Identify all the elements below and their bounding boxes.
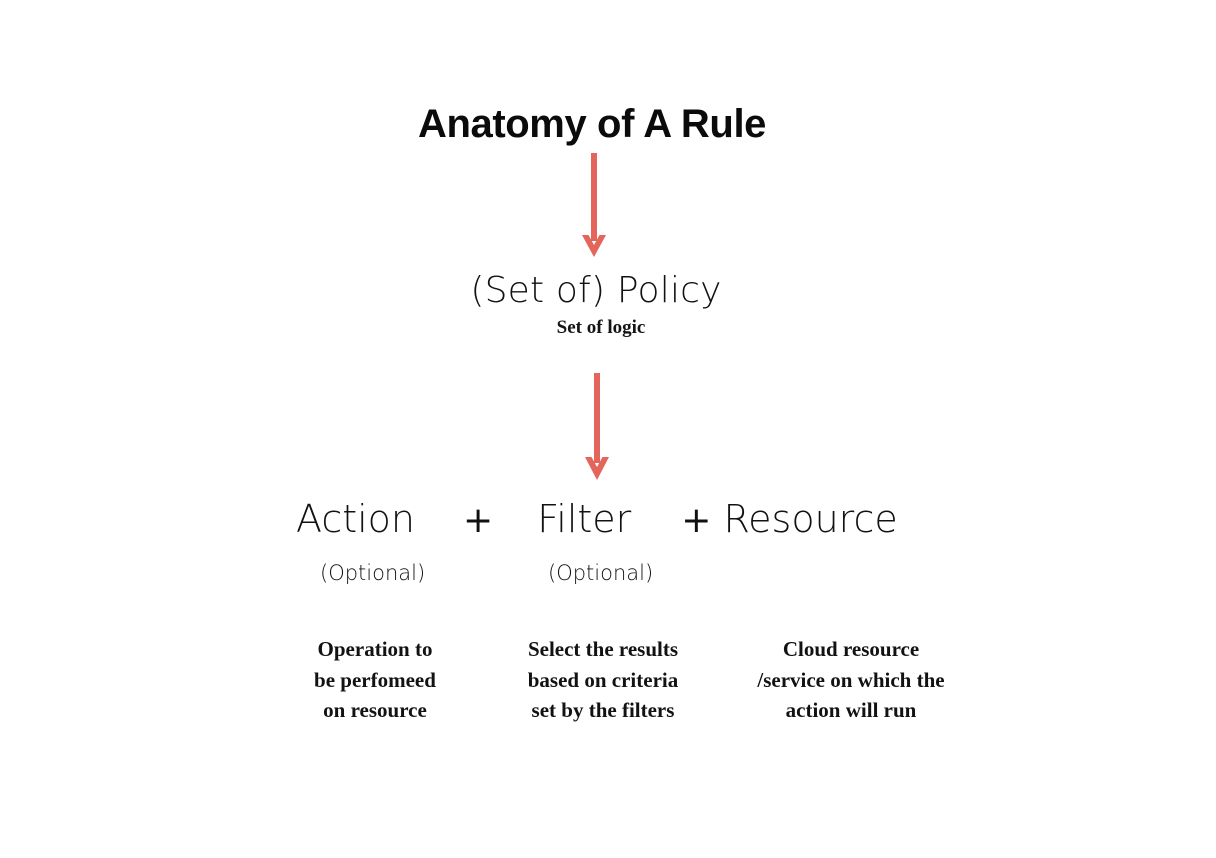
description-filter-line-1: Select the results <box>527 637 679 661</box>
arrow-title-to-policy <box>578 153 610 261</box>
page-title-text: Anatomy of A Rule <box>417 102 767 146</box>
description-action-line-2: be perfomeed <box>314 667 436 692</box>
plus-operator-2: + <box>681 500 712 541</box>
description-resource-line-1: Cloud resource <box>782 637 920 661</box>
formula-row: Action + Filter + Resource <box>296 500 936 558</box>
description-resource-line-3: action will run <box>785 698 917 722</box>
policy-label: (Set of) Policy <box>470 270 722 311</box>
arrow-policy-to-formula <box>581 373 613 485</box>
term-action: Action <box>296 497 416 541</box>
description-resource-line-2: /service on which the <box>757 667 945 692</box>
description-action: Operation to be perfomeed on resource <box>255 634 495 726</box>
term-filter: Filter <box>537 497 632 541</box>
policy-caption: Set of logic <box>556 316 646 338</box>
description-filter-line-3: set by the filters <box>531 698 675 722</box>
optional-label-filter: (Optional) <box>548 561 654 585</box>
policy-block: (Set of) Policy Set of logic <box>0 272 1216 339</box>
page-title: Anatomy of A Rule <box>0 100 1216 148</box>
description-filter: Select the results based on criteria set… <box>483 634 723 726</box>
optional-label-action: (Optional) <box>320 561 426 585</box>
plus-operator-1: + <box>463 500 494 541</box>
description-resource: Cloud resource /service on which the act… <box>716 634 986 726</box>
term-resource: Resource <box>723 497 898 541</box>
description-action-line-3: on resource <box>323 698 427 722</box>
description-filter-line-2: based on criteria <box>527 667 679 692</box>
description-action-line-1: Operation to <box>317 637 433 661</box>
